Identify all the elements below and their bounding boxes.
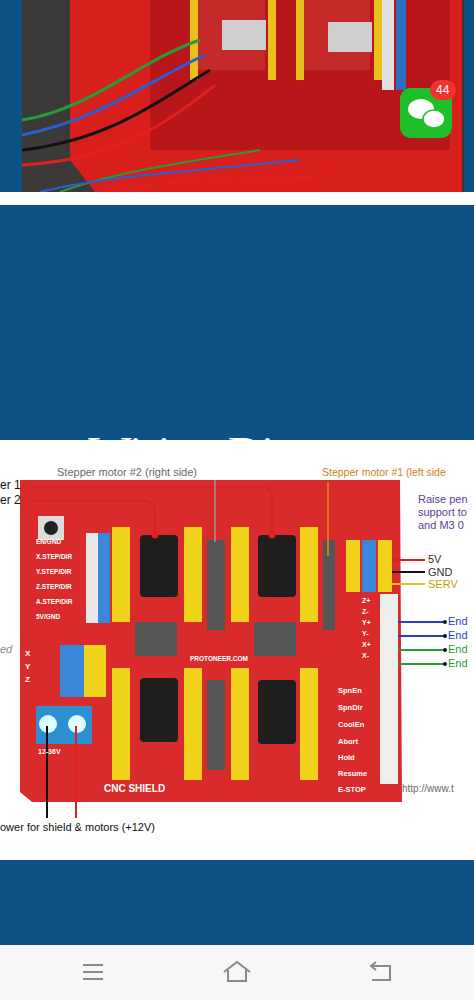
silk-label: Z.STEP/DIR [36,583,72,590]
endstop-label: End [448,657,468,669]
endstop-label: End [448,615,468,627]
endstop-label: End [448,643,468,655]
silk-label: SpnDir [338,704,363,712]
url-text: http://www.t [402,783,454,794]
pin-name: 5V [428,553,441,565]
silk-label: Y+ [362,619,371,627]
node-text: CNC SHIELD [104,783,165,794]
silk-label: Resume [338,770,367,778]
silk-label: 5V/GND [36,613,60,620]
wire-label: er 1 [0,479,21,492]
silk-label: CoolEn [338,721,364,729]
pin-name: GND [428,566,452,578]
note-text: and M3 0 [418,519,464,531]
wire-label: er 2 [0,494,21,507]
silk-label: Y- [362,630,369,638]
silk-label: Z+ [362,597,370,605]
silk-label: X [25,650,30,659]
silk-label: Y [25,663,30,672]
silk-label: PROTONEER.COM [190,655,248,662]
silk-label: Abort [338,738,358,746]
silk-label: X- [362,652,369,660]
note-text: Raise pen [418,493,468,505]
title-band: Wiring Diagra [0,205,474,440]
callout-label: Stepper motor #1 (left side [322,467,446,479]
cut-label: ed [0,643,12,655]
silk-label: X+ [362,641,371,649]
badge-count: 44 [430,80,456,100]
note-text: support to [418,506,467,518]
pin-name: SERV [428,578,458,590]
silk-label: Y.STEP/DIR [36,568,71,575]
callout-label: Stepper motor #2 (right side) [57,466,197,478]
silk-label: 12-36V [38,748,61,756]
silk-label: Z [25,676,30,685]
node-text: 44 [436,83,449,97]
silk-label: Z- [362,608,369,616]
silk-label: A.STEP/DIR [36,598,72,605]
silk-label: SpnEn [338,687,362,695]
power-label: ower for shield & motors (+12V) [0,821,155,833]
endstop-label: End [448,629,468,641]
silk-label: E-STOP [338,786,366,794]
silk-label: EN/GND [36,538,61,545]
silk-label: Hold [338,754,355,762]
silk-label: X.STEP/DIR [36,553,72,560]
